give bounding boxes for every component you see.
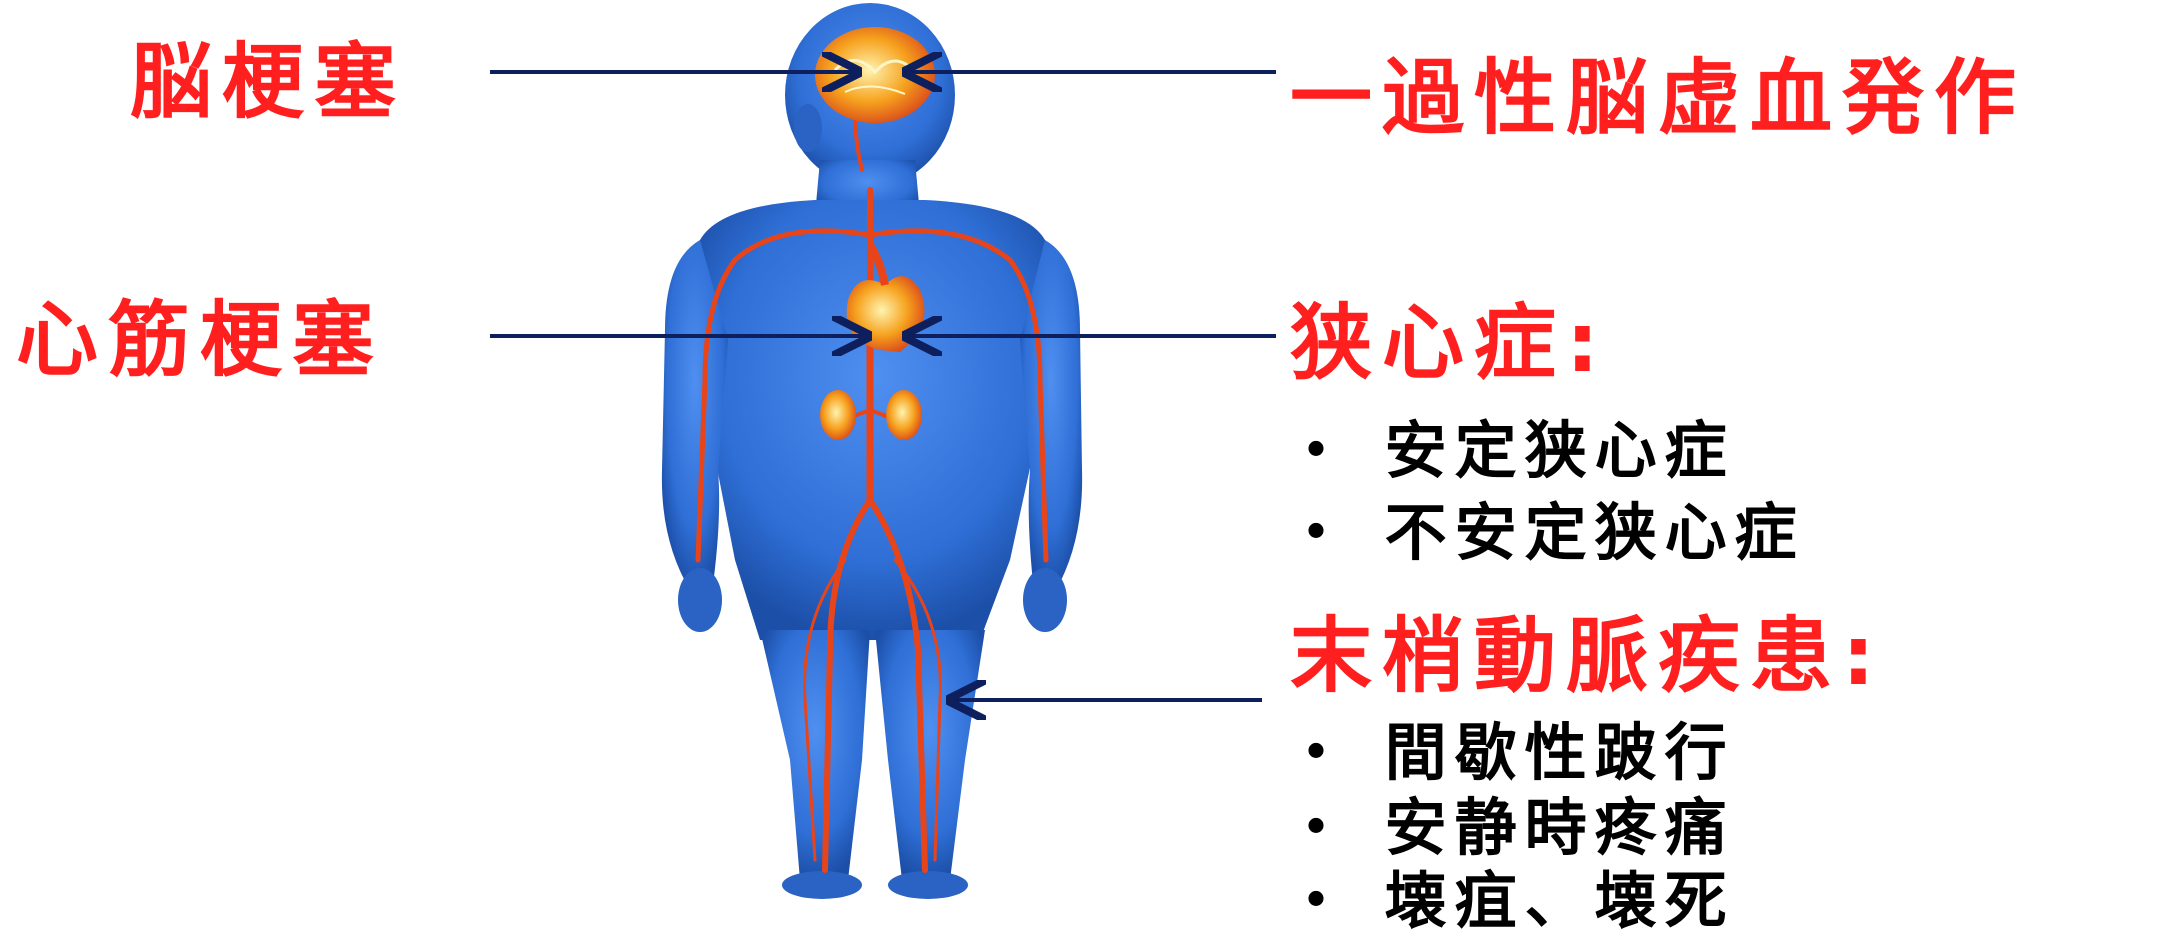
label-cerebral-infarction: 脳梗塞 <box>130 42 406 124</box>
list-item-claudication: ・ 間歇性跛行 <box>1285 722 1735 784</box>
list-item-unstable-angina: ・ 不安定狭心症 <box>1285 502 1805 564</box>
list-item-gangrene: ・ 壊疽、壊死 <box>1285 870 1735 932</box>
label-angina-heading: 狭心症: <box>1290 303 1609 385</box>
brain-icon <box>815 27 935 123</box>
list-item-stable-angina: ・ 安定狭心症 <box>1285 420 1735 482</box>
label-tia: 一過性脳虚血発作 <box>1290 58 2026 140</box>
human-body-artery-icon <box>662 3 1082 899</box>
label-myocardial-infarction: 心筋梗塞 <box>16 300 384 382</box>
list-item-rest-pain: ・ 安静時疼痛 <box>1285 797 1735 859</box>
label-pad-heading: 末梢動脈疾患: <box>1290 616 1885 698</box>
